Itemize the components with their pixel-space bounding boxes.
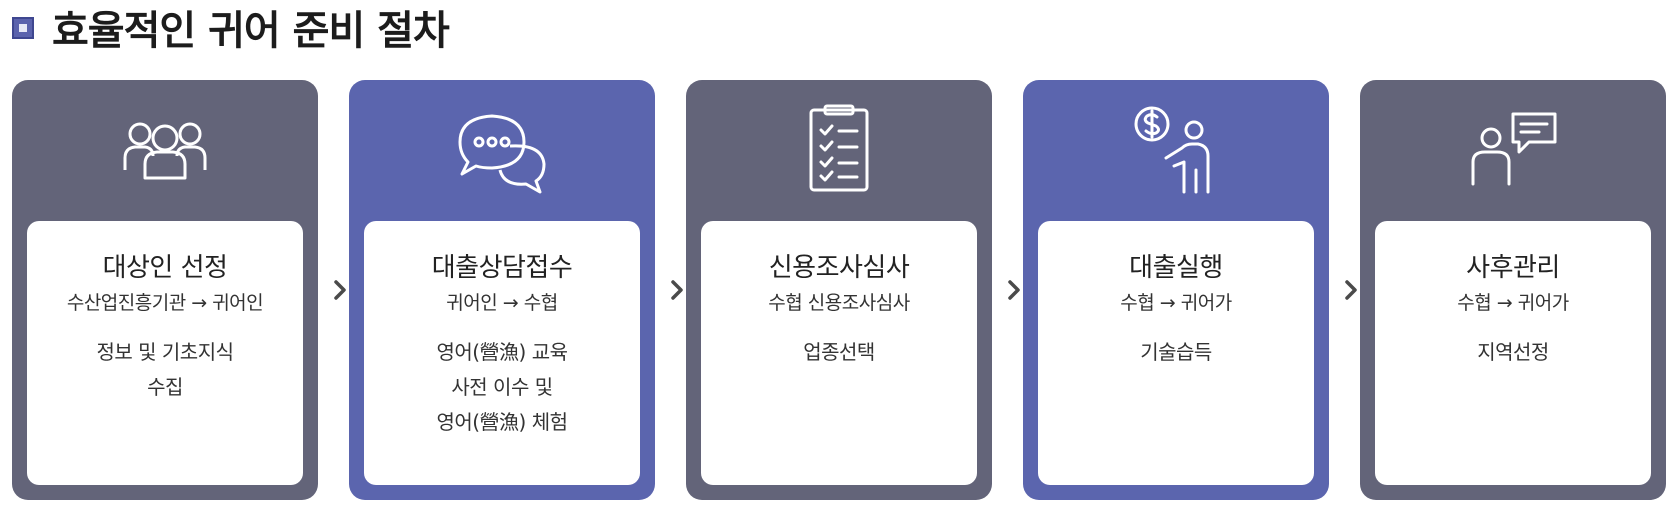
step-detail-line: 정보 및 기초지식 (96, 340, 234, 364)
step-card-1: 대상인 선정 수산업진흥기관 → 귀어인 정보 및 기초지식 수집 (12, 80, 318, 500)
step-subtitle: 수협 → 귀어가 (1457, 292, 1569, 314)
step-panel: 사후관리 수협 → 귀어가 지역선정 (1375, 221, 1651, 485)
clipboard-checklist-icon (809, 104, 869, 192)
step-subtitle: 수산업진흥기관 → 귀어인 (66, 292, 264, 314)
money-presenter-icon (1134, 106, 1210, 194)
step-details: 업종선택 (701, 335, 977, 370)
chevron-right-icon (328, 278, 352, 302)
page-title: 효율적인 귀어 준비 절차 (52, 8, 450, 54)
step-title: 대상인 선정 (102, 253, 228, 283)
step-panel: 대출실행 수협 → 귀어가 기술습득 (1038, 221, 1314, 485)
page-header: 효율적인 귀어 준비 절차 (12, 4, 450, 54)
step-panel: 대상인 선정 수산업진흥기관 → 귀어인 정보 및 기초지식 수집 (27, 221, 303, 485)
step-details: 정보 및 기초지식 수집 (27, 335, 303, 405)
step-subtitle: 수협 신용조사심사 (768, 292, 910, 314)
step-subtitle: 수협 → 귀어가 (1120, 292, 1232, 314)
step-detail-line: 영어(營漁) 교육 (436, 340, 568, 364)
step-details: 영어(營漁) 교육 사전 이수 및 영어(營漁) 체험 (364, 335, 640, 440)
step-title: 사후관리 (1466, 253, 1560, 283)
step-details: 지역선정 (1375, 335, 1651, 370)
chevron-right-icon (665, 278, 689, 302)
step-title: 신용조사심사 (768, 253, 910, 283)
people-group-icon (123, 122, 207, 180)
step-detail-line: 수집 (147, 375, 183, 399)
step-card-4: 대출실행 수협 → 귀어가 기술습득 (1023, 80, 1329, 500)
chevron-right-icon (1339, 278, 1363, 302)
step-card-3: 신용조사심사 수협 신용조사심사 업종선택 (686, 80, 992, 500)
step-card-2: 대출상담접수 귀어인 → 수협 영어(營漁) 교육 사전 이수 및 영어(營漁)… (349, 80, 655, 500)
step-detail-line: 기술습득 (1140, 340, 1212, 364)
square-bullet-icon (12, 17, 34, 39)
person-speech-icon (1471, 112, 1557, 186)
step-card-5: 사후관리 수협 → 귀어가 지역선정 (1360, 80, 1666, 500)
chat-bubbles-icon (458, 114, 546, 194)
step-subtitle: 귀어인 → 수협 (446, 292, 558, 314)
step-title: 대출실행 (1129, 253, 1223, 283)
step-panel: 대출상담접수 귀어인 → 수협 영어(營漁) 교육 사전 이수 및 영어(營漁)… (364, 221, 640, 485)
chevron-right-icon (1002, 278, 1026, 302)
step-details: 기술습득 (1038, 335, 1314, 370)
step-detail-line: 영어(營漁) 체험 (436, 410, 568, 434)
step-panel: 신용조사심사 수협 신용조사심사 업종선택 (701, 221, 977, 485)
step-detail-line: 사전 이수 및 (451, 375, 553, 399)
step-detail-line: 지역선정 (1477, 340, 1549, 364)
step-title: 대출상담접수 (431, 253, 573, 283)
process-steps: 대상인 선정 수산업진흥기관 → 귀어인 정보 및 기초지식 수집 대출상담접수… (12, 80, 1668, 500)
step-detail-line: 업종선택 (803, 340, 875, 364)
